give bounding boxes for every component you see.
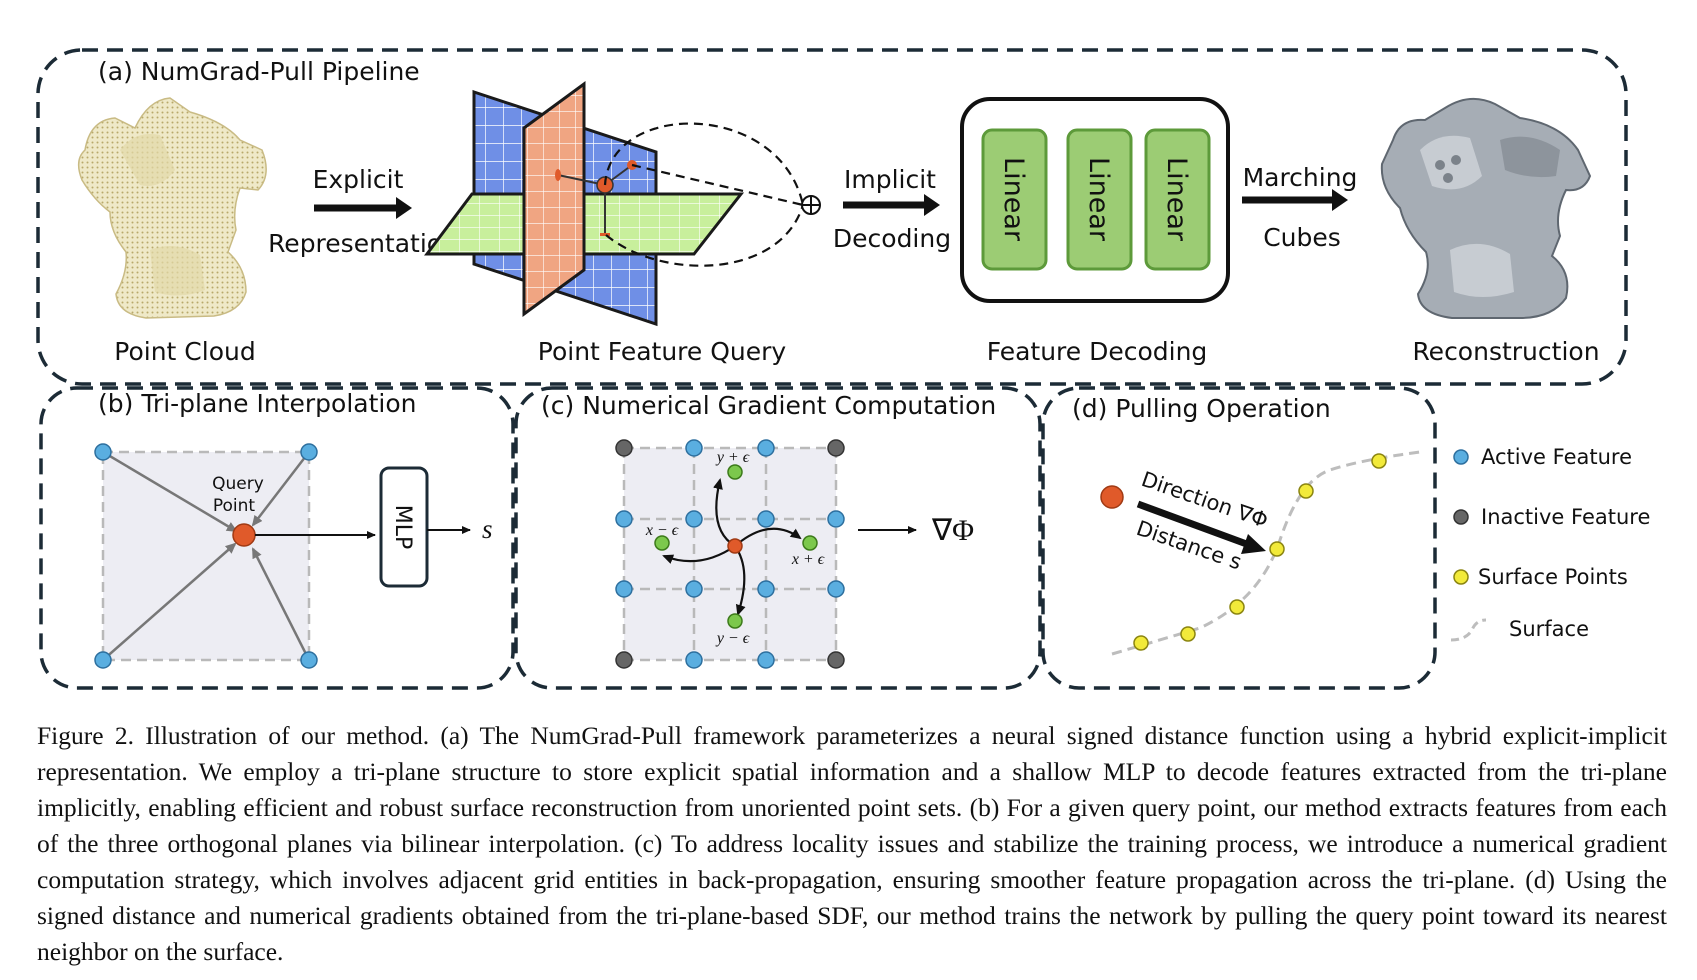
panel-b-title: (b) Tri-plane Interpolation [98, 389, 416, 418]
query-label: Query [212, 474, 264, 494]
legend-surface-points-swatch [1453, 569, 1469, 585]
mlp-box [379, 466, 429, 588]
gradient-query-point [727, 538, 743, 554]
linear-layer-2: Linear [1066, 128, 1133, 271]
point-cloud-image [77, 97, 267, 319]
surface-point [1229, 599, 1245, 615]
inactive-node [615, 439, 633, 457]
feature-decoding-label: Feature Decoding [987, 337, 1208, 366]
inactive-node [827, 439, 845, 457]
active-node [685, 439, 703, 457]
active-node [685, 651, 703, 669]
linear-layer-3: Linear [1144, 128, 1211, 271]
legend-inactive-swatch [1453, 509, 1469, 525]
active-node [757, 580, 775, 598]
point-feature-query-label: Point Feature Query [538, 337, 787, 366]
interp-cell [101, 450, 311, 662]
x-plus-label: x + ϵ [791, 551, 825, 568]
active-node [827, 510, 845, 528]
figure-illustration: (a) NumGrad-Pull Pipeline Point Cloud Ex… [36, 48, 1650, 690]
legend-surface-swatch [1450, 618, 1487, 642]
legend-active-label: Active Feature [1481, 445, 1632, 469]
mlp-output-s: s [482, 514, 493, 544]
y-plus-label: y + ϵ [715, 449, 750, 466]
decoding-label: Decoding [833, 224, 951, 253]
feature-dashed-upper [603, 122, 805, 206]
offset-point-y-plus [727, 464, 743, 480]
surface-curve [1111, 450, 1421, 656]
active-node [757, 439, 775, 457]
inactive-node [615, 651, 633, 669]
panel-c: (c) Numerical Gradient Computation [514, 386, 1042, 690]
pull-direction-arrow [1136, 500, 1254, 550]
x-minus-label: x − ϵ [645, 522, 679, 539]
corner-feature-tr [300, 443, 318, 461]
implicit-label: Implicit [844, 165, 936, 194]
surface-point [1269, 541, 1285, 557]
active-node [827, 580, 845, 598]
active-node [757, 510, 775, 528]
corner-feature-bl [94, 651, 112, 669]
panel-d: (d) Pulling Operation Direction ∇Φ Dista… [1041, 386, 1437, 690]
reconstruction-image [1380, 97, 1592, 319]
mlp-label: MLP [390, 505, 415, 550]
offset-point-x-plus [802, 535, 818, 551]
panel-c-title: (c) Numerical Gradient Computation [541, 391, 996, 420]
panel-c-border [514, 386, 1042, 690]
linear-label-2: Linear [1083, 157, 1114, 242]
linear-label-3: Linear [1161, 157, 1192, 242]
panel-a: (a) NumGrad-Pull Pipeline Point Cloud Ex… [36, 48, 1628, 386]
legend-inactive-label: Inactive Feature [1481, 505, 1650, 529]
cubes-label: Cubes [1263, 223, 1341, 252]
active-node [757, 651, 775, 669]
linear-layer-1: Linear [981, 128, 1048, 271]
corner-feature-tl [94, 443, 112, 461]
surface-point [1371, 453, 1387, 469]
active-node [685, 580, 703, 598]
feature-dashed-lower [605, 204, 805, 267]
surface-point [1180, 626, 1196, 642]
offset-point-y-minus [727, 613, 743, 629]
inactive-node [827, 651, 845, 669]
figure-caption: Figure 2. Illustration of our method. (a… [37, 721, 1667, 966]
y-minus-label: y − ϵ [715, 630, 750, 647]
panel-a-title: (a) NumGrad-Pull Pipeline [98, 57, 420, 86]
interp-query-point [232, 523, 256, 547]
panel-d-title: (d) Pulling Operation [1072, 394, 1331, 423]
point-cloud-label: Point Cloud [114, 337, 255, 366]
panel-b: (b) Tri-plane Interpolation Query Point … [39, 386, 515, 690]
panel-b-border [39, 386, 515, 690]
explicit-label: Explicit [313, 165, 404, 194]
pulling-query-point [1100, 485, 1124, 509]
point-label: Point [213, 496, 256, 516]
linear-label-1: Linear [998, 157, 1029, 242]
corner-feature-br [300, 651, 318, 669]
active-node [685, 510, 703, 528]
reconstruction-label: Reconstruction [1412, 337, 1599, 366]
legend-surface-points-label: Surface Points [1478, 565, 1628, 589]
surface-point [1298, 483, 1314, 499]
legend-active-swatch [1453, 449, 1469, 465]
offset-point-x-minus [654, 535, 670, 551]
orange-plane [522, 81, 586, 317]
panel-d-border [1041, 386, 1437, 690]
surface-point [1133, 635, 1149, 651]
legend: Active Feature Inactive Feature Surface … [1450, 445, 1650, 642]
active-node [615, 510, 633, 528]
legend-surface-label: Surface [1509, 617, 1589, 641]
triplane-figure [424, 81, 821, 327]
marching-label: Marching [1243, 163, 1358, 192]
panel-a-border [36, 48, 1628, 386]
gradient-symbol: ∇Φ [931, 514, 974, 547]
active-node [615, 580, 633, 598]
